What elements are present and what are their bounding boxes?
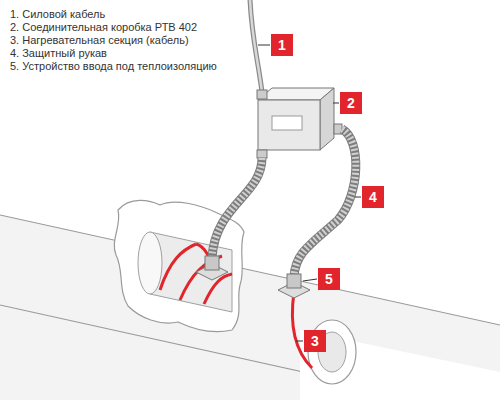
legend-item: 5. Устройство ввода под теплоизоляцию bbox=[10, 60, 217, 73]
callout-number: 1 bbox=[271, 34, 293, 56]
callout-number: 2 bbox=[340, 92, 362, 114]
callout-text: 5 bbox=[325, 271, 333, 287]
legend-item: 1. Силовой кабель bbox=[10, 8, 105, 21]
callout-number: 3 bbox=[304, 330, 326, 352]
legend-item: 2. Соединительная коробка РТВ 402 bbox=[10, 21, 197, 34]
callout-text: 4 bbox=[369, 189, 377, 205]
callout-number: 4 bbox=[362, 186, 384, 208]
legend-item: 3. Нагревательная секция (кабель) bbox=[10, 34, 189, 47]
legend-item: 4. Защитный рукав bbox=[10, 47, 107, 60]
callout-number: 5 bbox=[318, 268, 340, 290]
callout-text: 3 bbox=[311, 333, 319, 349]
callout-text: 2 bbox=[347, 95, 355, 111]
callout-text: 1 bbox=[278, 37, 286, 53]
